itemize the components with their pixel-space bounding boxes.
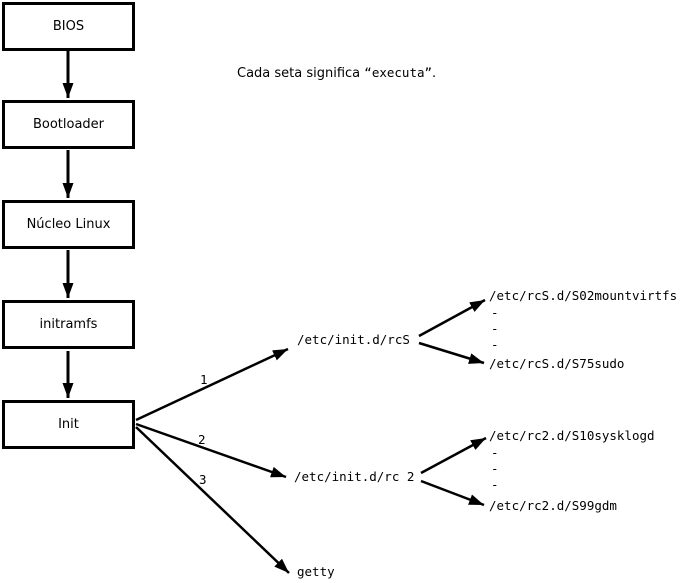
rcs-dash-2: -	[491, 321, 499, 336]
rc2-dash-3: -	[491, 477, 499, 492]
box-initramfs-label: initramfs	[39, 317, 98, 332]
branch-number-2: 2	[198, 432, 206, 447]
legend-note-suffix: .	[432, 66, 437, 81]
arrow-init-to-rcs	[135, 347, 289, 422]
arrow-rc2-to-s10	[420, 436, 487, 475]
arrow-rcs-to-s02	[418, 298, 486, 338]
rc2-first-child: /etc/rc2.d/S10sysklogd	[489, 428, 655, 443]
box-init-label: Init	[58, 417, 79, 432]
rc2-dash-2: -	[491, 461, 499, 476]
box-kernel: Núcleo Linux	[2, 200, 135, 249]
box-bootloader-label: Bootloader	[32, 117, 105, 132]
rc2-last-child: /etc/rc2.d/S99gdm	[489, 498, 617, 513]
arrow-rc2-to-s99	[420, 479, 485, 507]
branch-number-3: 3	[199, 472, 207, 487]
rcs-dash-3: -	[491, 337, 499, 352]
box-init: Init	[2, 400, 135, 449]
arrow-rcs-to-s75	[418, 341, 485, 365]
box-bootloader: Bootloader	[2, 100, 135, 149]
rc2-dash-1: -	[491, 445, 499, 460]
box-kernel-label: Núcleo Linux	[26, 217, 111, 232]
branch-number-1: 1	[200, 372, 208, 387]
arrow-init-to-getty	[135, 426, 290, 574]
rc2-script-label: /etc/init.d/rc 2	[294, 469, 415, 484]
rcs-first-child: /etc/rcS.d/S02mountvirtfs	[489, 288, 678, 303]
legend-note-quoted: “executa”	[364, 65, 433, 80]
legend-note: Cada seta significa “executa”.	[237, 65, 436, 81]
rcs-dash-1: -	[491, 305, 499, 320]
legend-note-prefix: Cada seta significa	[237, 66, 365, 81]
box-bios: BIOS	[2, 2, 135, 51]
getty-label: getty	[297, 564, 335, 579]
box-initramfs: initramfs	[2, 300, 135, 349]
box-bios-label: BIOS	[52, 19, 85, 34]
arrow-init-to-rc2	[135, 422, 287, 479]
rcs-script-label: /etc/init.d/rcS	[297, 332, 410, 347]
rcs-last-child: /etc/rcS.d/S75sudo	[489, 356, 625, 371]
